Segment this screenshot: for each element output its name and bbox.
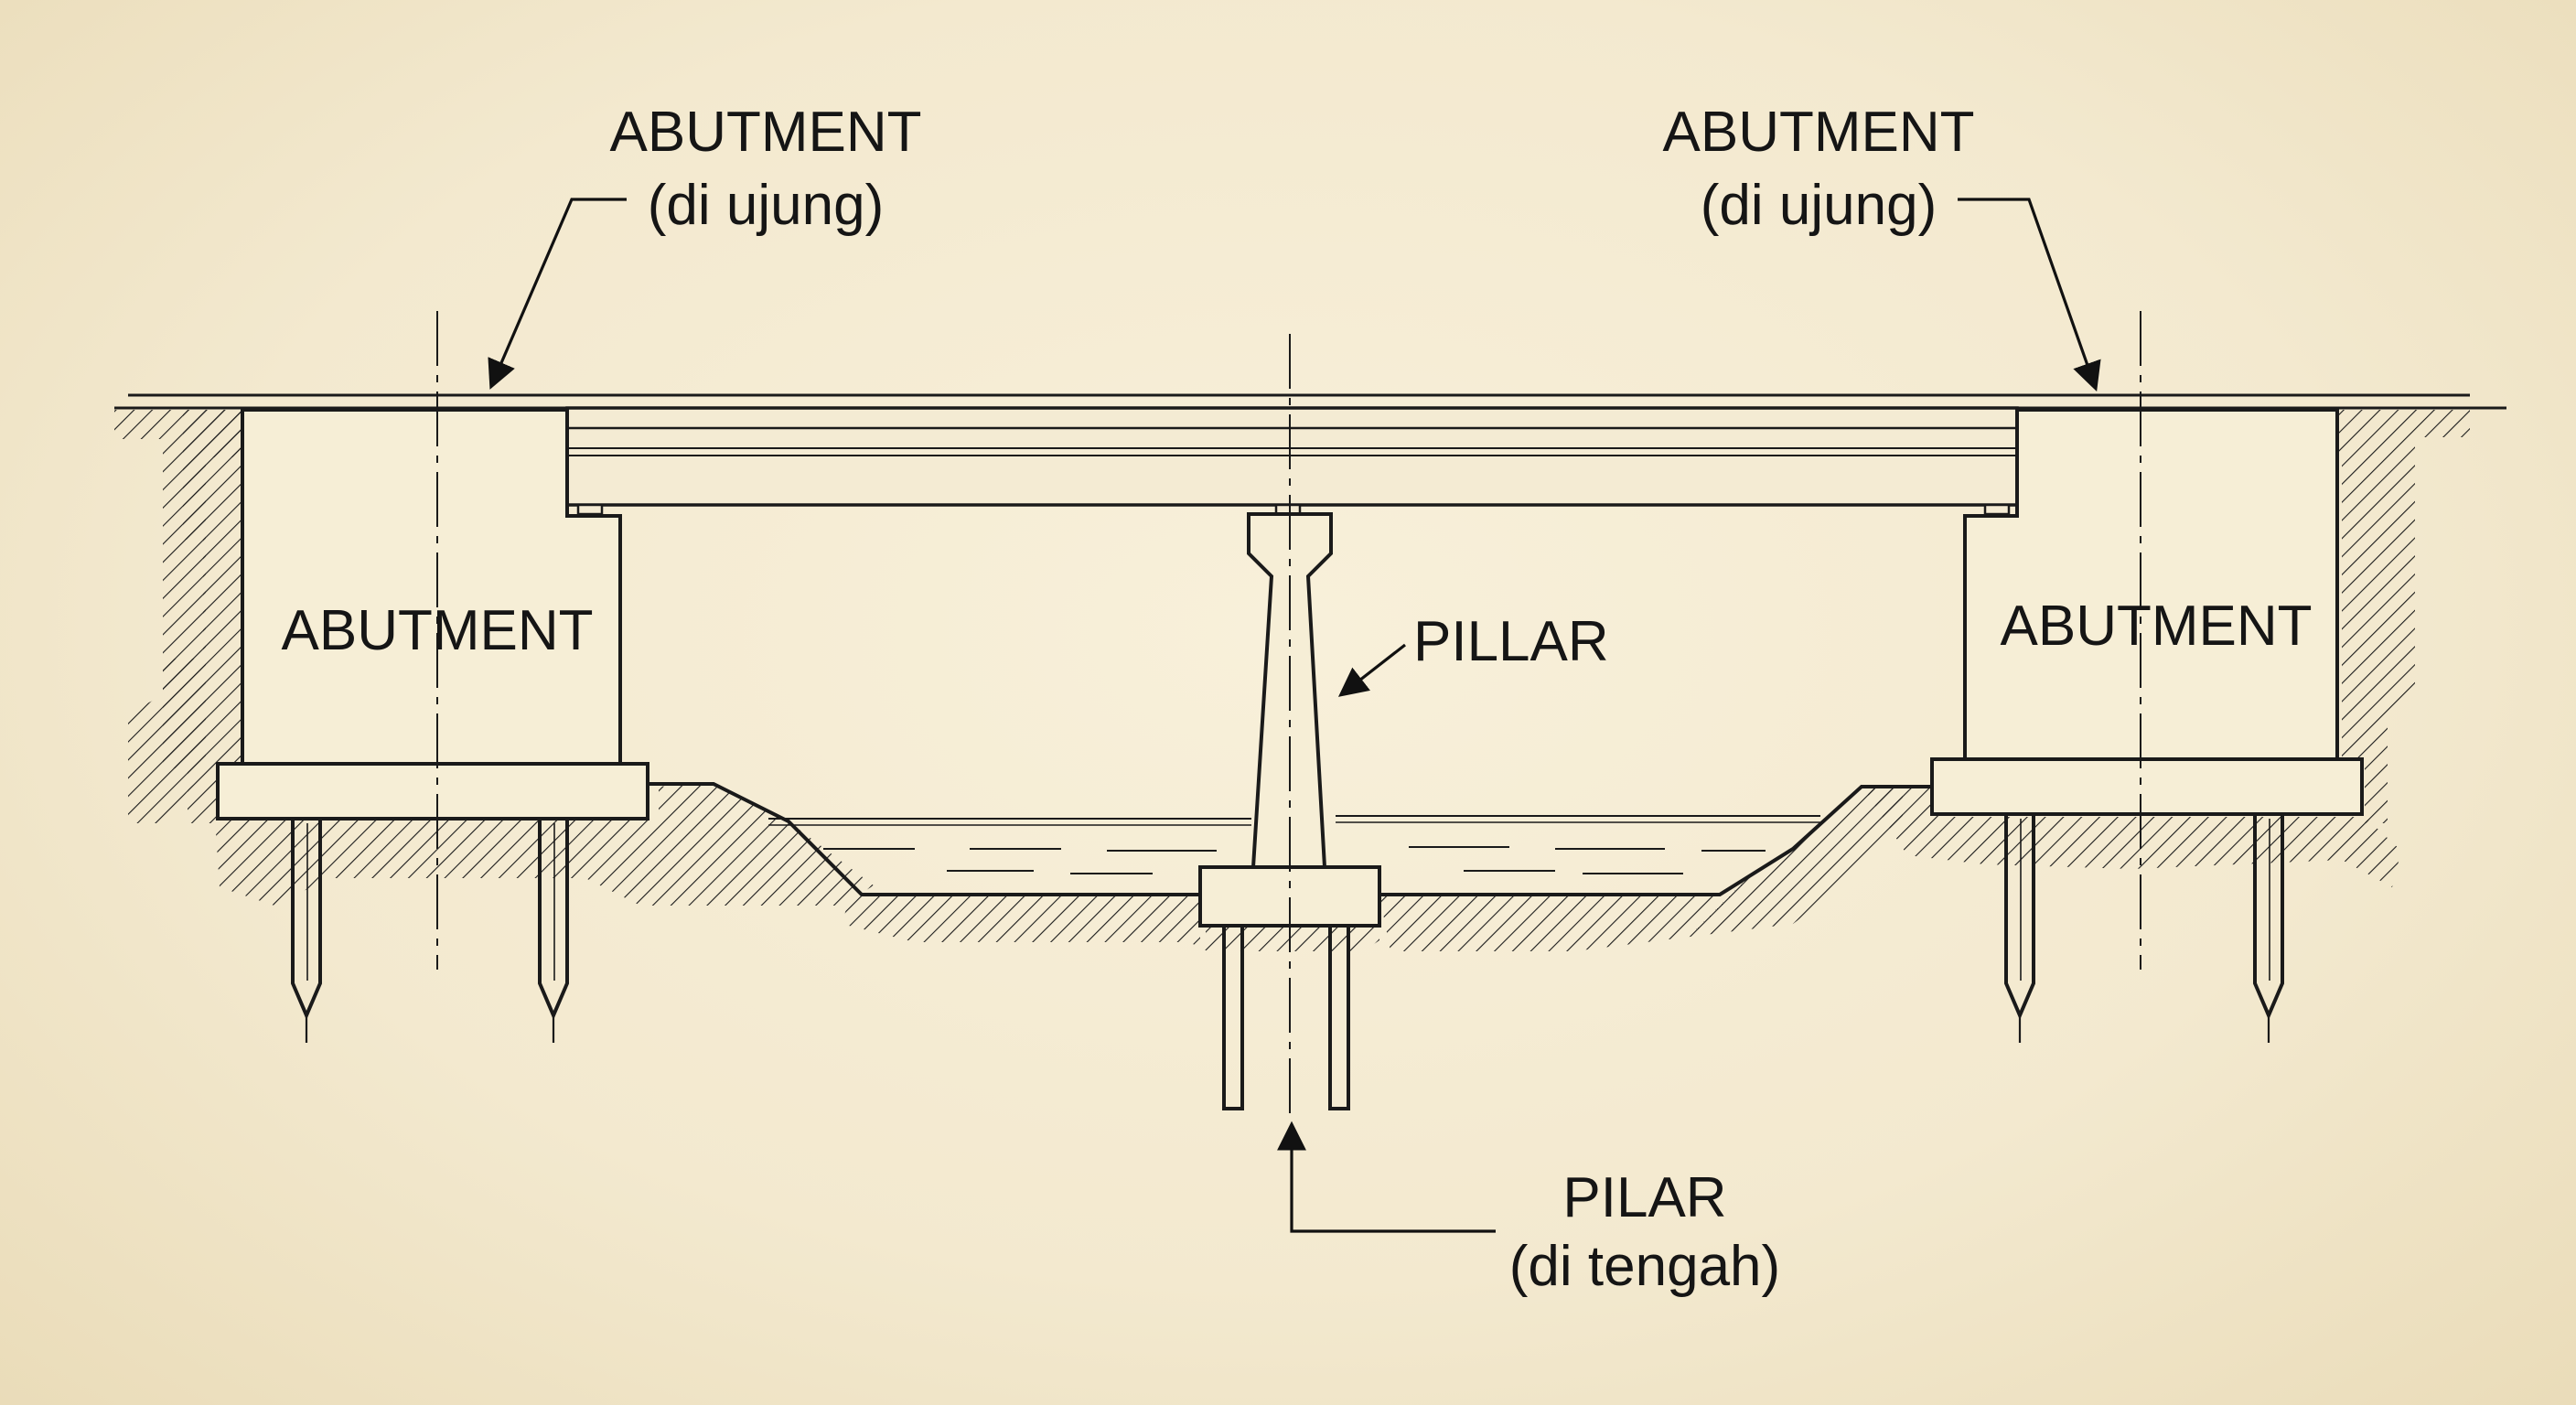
abutment-right-callout-subtitle: (di ujung) — [1701, 174, 1937, 237]
ground-line — [114, 393, 2506, 410]
abutment-left-callout-title: ABUTMENT — [610, 101, 922, 164]
centerlines — [436, 311, 2141, 1116]
pilar-callout-subtitle: (di tengah) — [1509, 1235, 1780, 1298]
pilar-leader — [1277, 1121, 1496, 1233]
pillar-leader — [1337, 643, 1406, 697]
abutment-left-callout-subtitle: (di ujung) — [648, 174, 884, 237]
pillar-callout-label: PILLAR — [1413, 610, 1609, 673]
abutment-right-callout-title: ABUTMENT — [1663, 101, 1975, 164]
abutment-left-leader — [488, 198, 627, 390]
river-channel — [648, 782, 1932, 896]
soil-hatching — [114, 410, 2470, 951]
abutment-right-leader — [1958, 198, 2101, 392]
labels: ABUTMENT (di ujung) ABUTMENT (di ujung) … — [282, 101, 2313, 1298]
abutment-left-block-label: ABUTMENT — [282, 599, 594, 662]
pilar-callout-title: PILAR — [1562, 1166, 1726, 1229]
right-abutment — [1930, 408, 2364, 1043]
abutment-right-block-label: ABUTMENT — [2001, 595, 2313, 658]
leader-lines — [488, 198, 2101, 1233]
water-ripples — [823, 846, 1766, 874]
left-abutment — [216, 408, 649, 1043]
bridge-deck — [565, 406, 2019, 516]
